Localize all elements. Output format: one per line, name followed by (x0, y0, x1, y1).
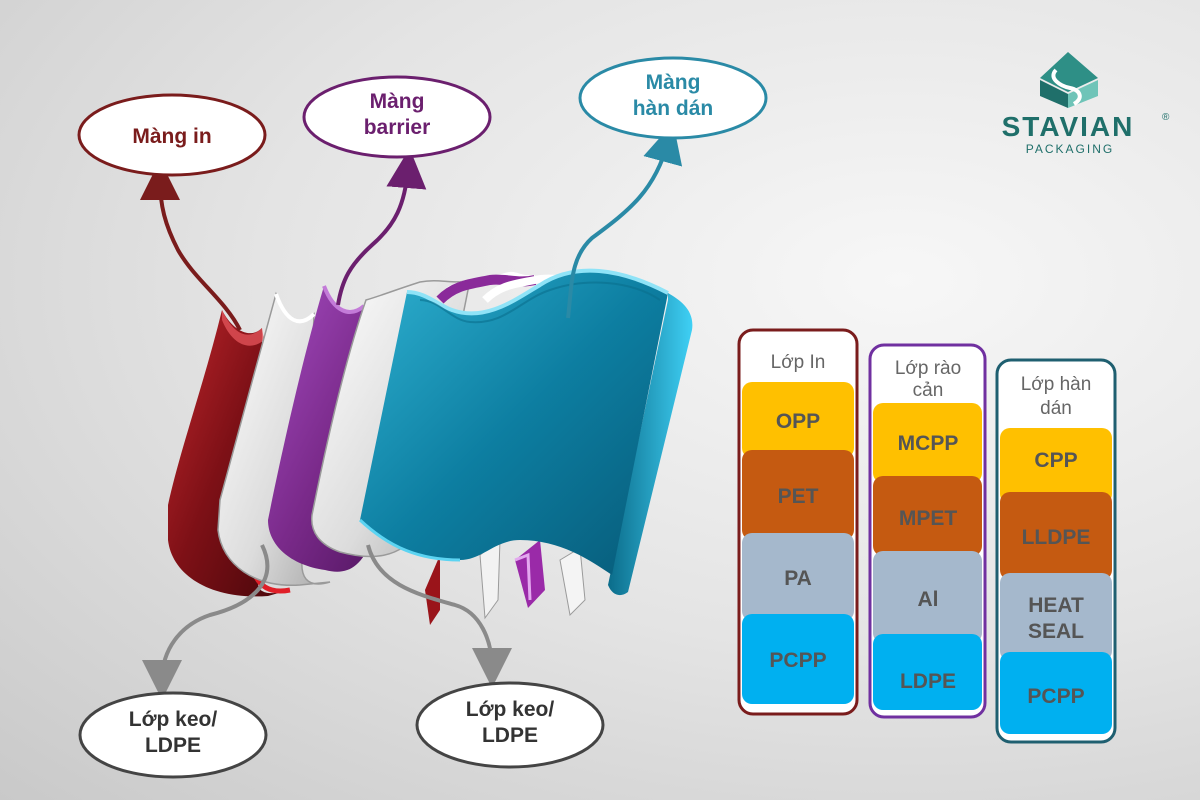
stavian-emblem-icon (1040, 52, 1098, 108)
cell-opp (742, 382, 854, 458)
seal-film-layer (358, 268, 693, 596)
arrow-barrier-film (336, 148, 427, 306)
callout-barrier-film: Màng barrier (302, 75, 492, 159)
cell-label: Al (918, 588, 939, 611)
cell-label: LLDPE (1022, 526, 1091, 549)
callout-barrier-film-line2: barrier (364, 116, 431, 139)
brand-tagline: PACKAGING (1026, 142, 1114, 156)
cell-label: PA (784, 567, 812, 590)
cell-ldpe (873, 634, 982, 710)
arrow-seal-film (566, 122, 683, 319)
film-stack (168, 268, 693, 625)
column-print-layer: Lớp In OPP PET PA PCPP (737, 328, 859, 716)
arrow-adhesive-2 (366, 544, 512, 688)
callout-adhesive-1-line2: LDPE (145, 734, 201, 757)
arrow-adhesive-1 (142, 544, 270, 700)
cell-pet (742, 450, 854, 540)
column-title-line1: Lớp hàn (1021, 374, 1092, 395)
cell-pa (742, 533, 854, 621)
cell-label: PET (778, 485, 819, 508)
callout-adhesive-2-line1: Lớp keo/ (466, 698, 555, 721)
cell-mpet (873, 476, 982, 556)
brand-registered: ® (1162, 112, 1170, 123)
cell-label: PCPP (769, 649, 826, 672)
cell-label: OPP (776, 410, 820, 433)
cell-label-line2: SEAL (1028, 620, 1084, 643)
cell-lldpe (1000, 492, 1112, 580)
cell-mcpp (873, 403, 982, 483)
cell-pcpp-seal (1000, 652, 1112, 734)
callout-adhesive-2: Lớp keo/ LDPE (415, 681, 605, 769)
cell-label: LDPE (900, 670, 956, 693)
callout-barrier-film-line1: Màng (370, 90, 425, 113)
brand-name: STAVIAN (1002, 111, 1135, 142)
callout-seal-film: Màng hàn dán (578, 56, 768, 140)
column-title-line2: cản (913, 380, 944, 401)
cell-label: CPP (1034, 449, 1077, 472)
callout-seal-film-line2: hàn dán (633, 97, 714, 120)
arrow-print-film (140, 160, 242, 331)
column-title-line1: Lớp rào (895, 358, 961, 379)
cell-label-line1: HEAT (1028, 594, 1084, 617)
cell-label: MPET (899, 507, 958, 530)
column-seal-layer: Lớp hàn dán CPP LLDPE HEAT SEAL PCPP (995, 358, 1117, 744)
callout-print-film: Màng in (77, 93, 267, 177)
cell-heat-seal (1000, 573, 1112, 661)
stavian-logo: STAVIAN ® PACKAGING (1002, 52, 1170, 156)
column-title-line2: dán (1040, 398, 1072, 419)
cell-label: MCPP (898, 432, 959, 455)
cell-al (873, 551, 982, 643)
callout-print-film-text: Màng in (132, 125, 211, 148)
column-title: Lớp In (771, 352, 826, 373)
callout-adhesive-2-line2: LDPE (482, 724, 538, 747)
cell-cpp (1000, 428, 1112, 504)
column-barrier-layer: Lớp rào cản MCPP MPET Al LDPE (868, 343, 987, 719)
cell-pcpp (742, 614, 854, 704)
leader-lines (140, 122, 683, 700)
callout-adhesive-1: Lớp keo/ LDPE (78, 691, 268, 779)
callout-seal-film-line1: Màng (646, 71, 701, 94)
cell-label: PCPP (1027, 685, 1084, 708)
callout-adhesive-1-line1: Lớp keo/ (129, 708, 218, 731)
